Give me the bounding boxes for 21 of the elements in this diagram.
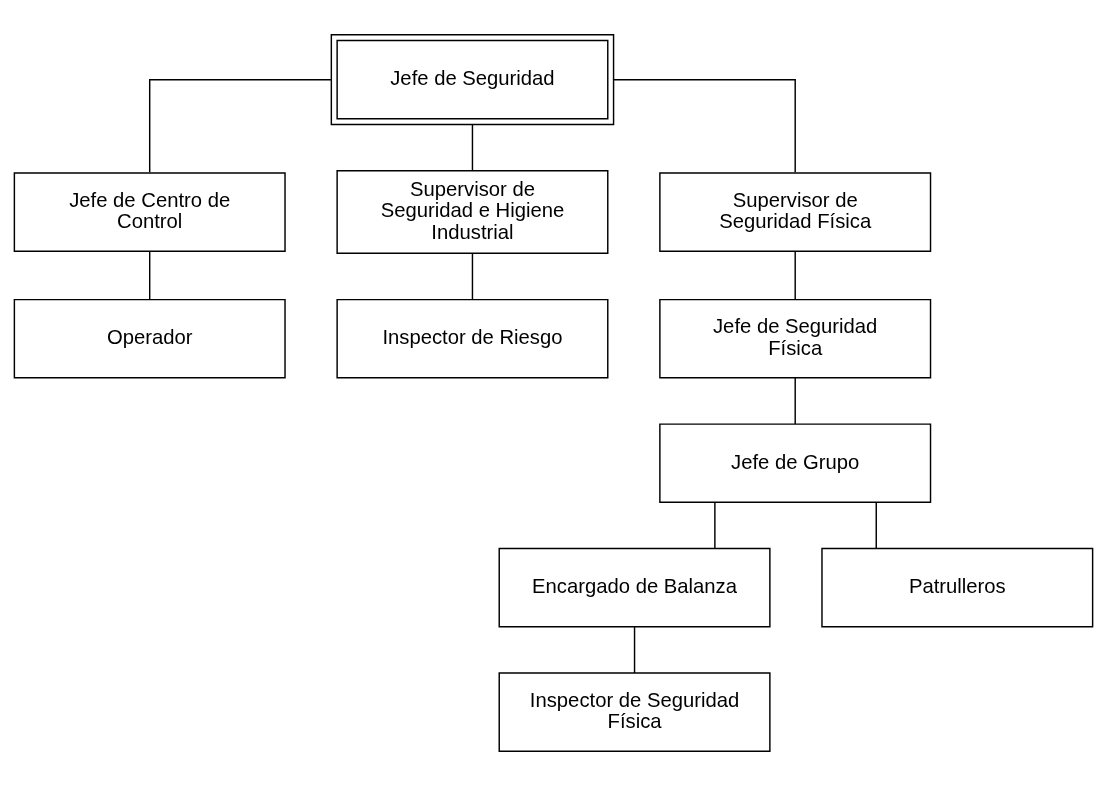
connector (714, 501, 716, 549)
connector (148, 250, 151, 300)
connector (471, 252, 474, 300)
node-box: Supervisor de Seguridad Física (659, 171, 932, 252)
connector (613, 78, 796, 173)
connector (875, 501, 877, 549)
node-box: Patrulleros (821, 547, 1094, 627)
node-box: Inspector de Seguridad Física (498, 671, 771, 752)
node-box: Jefe de Seguridad Física (659, 298, 932, 379)
node-box: Inspector de Riesgo (336, 298, 609, 379)
node-box: Jefe de Centro de Control (13, 171, 286, 252)
connector (633, 625, 636, 674)
node-box: Jefe de Grupo (659, 422, 932, 503)
node-box: Jefe de Seguridad (330, 33, 615, 125)
node-box: Supervisor de Seguridad e Higiene Industrial (336, 169, 609, 254)
node-box: Encargado de Balanza (498, 547, 771, 627)
connector (794, 376, 796, 425)
connector (794, 250, 796, 300)
connector (148, 78, 332, 173)
node-box: Operador (13, 298, 286, 379)
connector (471, 123, 474, 171)
